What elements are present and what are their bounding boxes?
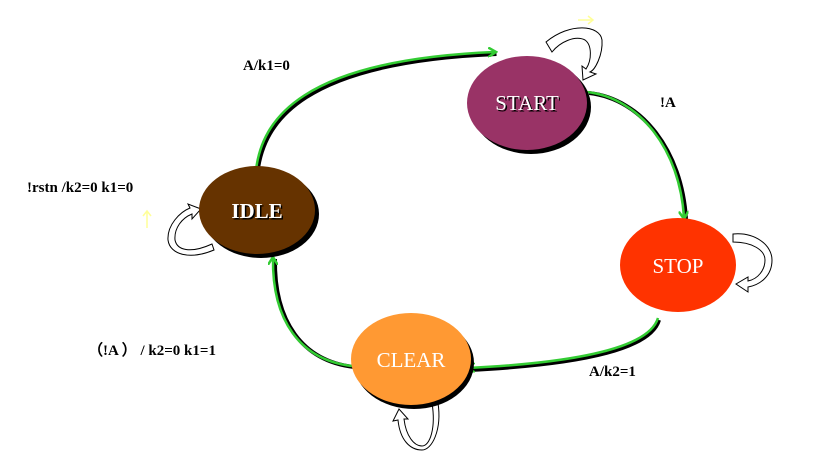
transition-idle-to-start bbox=[254, 52, 497, 173]
transition-clear-to-idle bbox=[273, 258, 355, 369]
transition-label-idle-start: A/k1=0 bbox=[243, 58, 290, 74]
state-start[interactable]: START START bbox=[467, 56, 591, 154]
state-label: START bbox=[495, 91, 559, 115]
state-clear[interactable]: CLEAR bbox=[351, 313, 474, 409]
state-label: STOP bbox=[653, 254, 704, 278]
self-loop-clear bbox=[392, 402, 440, 451]
transition-label-clear-idle: （!A ） / k2=0 k1=1 bbox=[88, 341, 216, 359]
state-label: IDLE bbox=[231, 199, 282, 223]
state-label: CLEAR bbox=[377, 348, 446, 372]
state-label: IDLE bbox=[233, 201, 284, 225]
self-loop-stop bbox=[732, 233, 773, 293]
transition-label-stop-clear: A/k2=1 bbox=[589, 364, 636, 380]
state-idle[interactable]: IDLE IDLE bbox=[199, 166, 319, 258]
self-loop-idle bbox=[142, 203, 215, 256]
transition-start-to-stop bbox=[586, 90, 686, 219]
transition-label-start-stop: !A bbox=[660, 95, 676, 111]
state-stop[interactable]: STOP bbox=[620, 218, 736, 312]
state-label: START bbox=[497, 93, 561, 117]
faint-arrow-icon bbox=[142, 209, 152, 228]
self-loop-start bbox=[545, 15, 603, 81]
transition-stop-to-clear bbox=[468, 317, 661, 370]
self-loop-label-idle: !rstn /k2=0 k1=0 bbox=[27, 180, 133, 196]
faint-arrow-icon bbox=[578, 15, 595, 25]
